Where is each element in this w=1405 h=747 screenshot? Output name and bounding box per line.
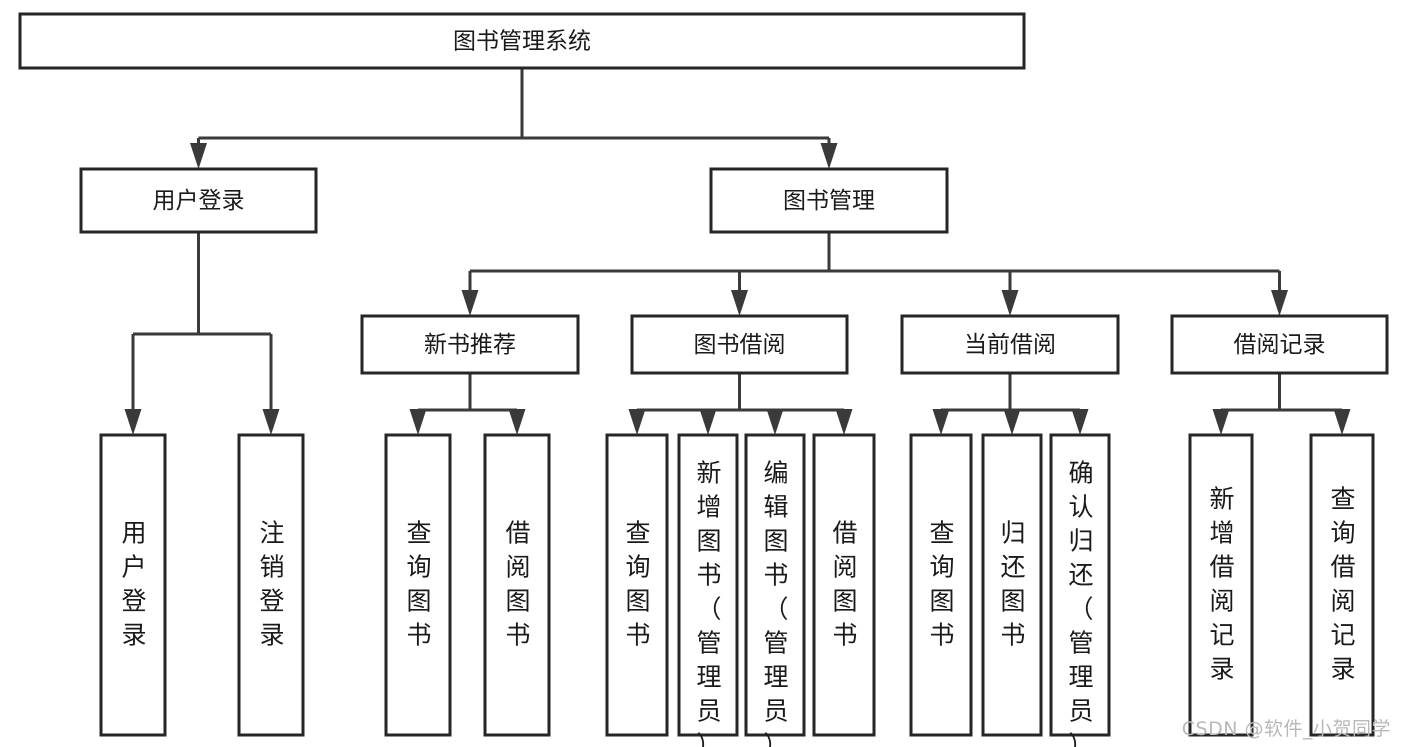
leaf-node-查询图书[interactable]: 查询图书 <box>384 433 452 737</box>
leaf-node-label: 新增借阅记录 <box>1209 484 1234 683</box>
node-label: 图书管理 <box>783 188 875 214</box>
leaf-node-借阅图书[interactable]: 借阅图书 <box>812 433 876 737</box>
leaf-node-注销登录[interactable]: 注销登录 <box>237 433 305 737</box>
leaf-node-label: 注销登录 <box>259 518 284 649</box>
leaf-node-label: 借阅图书 <box>505 518 530 649</box>
node-借阅记录[interactable]: 借阅记录 <box>1170 314 1389 375</box>
leaf-node-label: 查询图书 <box>406 518 431 649</box>
csdn-watermark: CSDN @软件_小贺同学 <box>1181 718 1391 740</box>
node-label: 借阅记录 <box>1234 332 1326 358</box>
leaf-node-查询借阅记录[interactable]: 查询借阅记录 <box>1309 433 1375 737</box>
node-label: 当前借阅 <box>964 332 1056 358</box>
leaf-node-label: 查询借阅记录 <box>1330 484 1355 683</box>
leaf-node-编辑图书（管理员）[interactable]: 编辑图书（管理员） <box>744 433 806 747</box>
node-新书推荐[interactable]: 新书推荐 <box>360 314 580 375</box>
node-label: 图书借阅 <box>694 332 786 358</box>
node-图书管理[interactable]: 图书管理 <box>709 167 949 234</box>
connector-layer <box>124 68 1351 435</box>
node-root-图书管理系统[interactable]: 图书管理系统 <box>18 12 1026 70</box>
leaf-node-归还图书[interactable]: 归还图书 <box>981 433 1043 737</box>
node-用户登录[interactable]: 用户登录 <box>79 167 318 234</box>
node-label: 图书管理系统 <box>453 29 591 55</box>
leaf-node-label: 查询图书 <box>929 518 954 649</box>
node-当前借阅[interactable]: 当前借阅 <box>900 314 1120 375</box>
leaf-node-查询图书[interactable]: 查询图书 <box>909 433 973 737</box>
leaf-node-label: 编辑图书（管理员） <box>763 458 788 747</box>
leaf-node-查询图书[interactable]: 查询图书 <box>605 433 669 737</box>
node-图书借阅[interactable]: 图书借阅 <box>630 314 849 375</box>
node-label: 新书推荐 <box>424 332 516 358</box>
leaf-node-新增图书（管理员）[interactable]: 新增图书（管理员） <box>677 433 739 747</box>
leaf-node-新增借阅记录[interactable]: 新增借阅记录 <box>1188 433 1254 737</box>
leaf-node-label: 用户登录 <box>121 518 146 649</box>
leaf-node-label: 新增图书（管理员） <box>696 458 721 747</box>
leaf-node-label: 归还图书 <box>1000 518 1025 649</box>
node-label: 用户登录 <box>153 188 245 214</box>
leaf-node-确认归还（管理员）[interactable]: 确认归还（管理员） <box>1049 433 1111 747</box>
leaf-node-label: 查询图书 <box>625 518 650 649</box>
leaf-node-借阅图书[interactable]: 借阅图书 <box>483 433 551 737</box>
leaf-node-用户登录[interactable]: 用户登录 <box>99 433 167 737</box>
leaf-node-label: 借阅图书 <box>832 518 857 649</box>
node-layer: 图书管理系统用户登录图书管理新书推荐图书借阅当前借阅借阅记录用户登录注销登录查询… <box>18 12 1389 747</box>
leaf-node-label: 确认归还（管理员） <box>1068 458 1093 747</box>
